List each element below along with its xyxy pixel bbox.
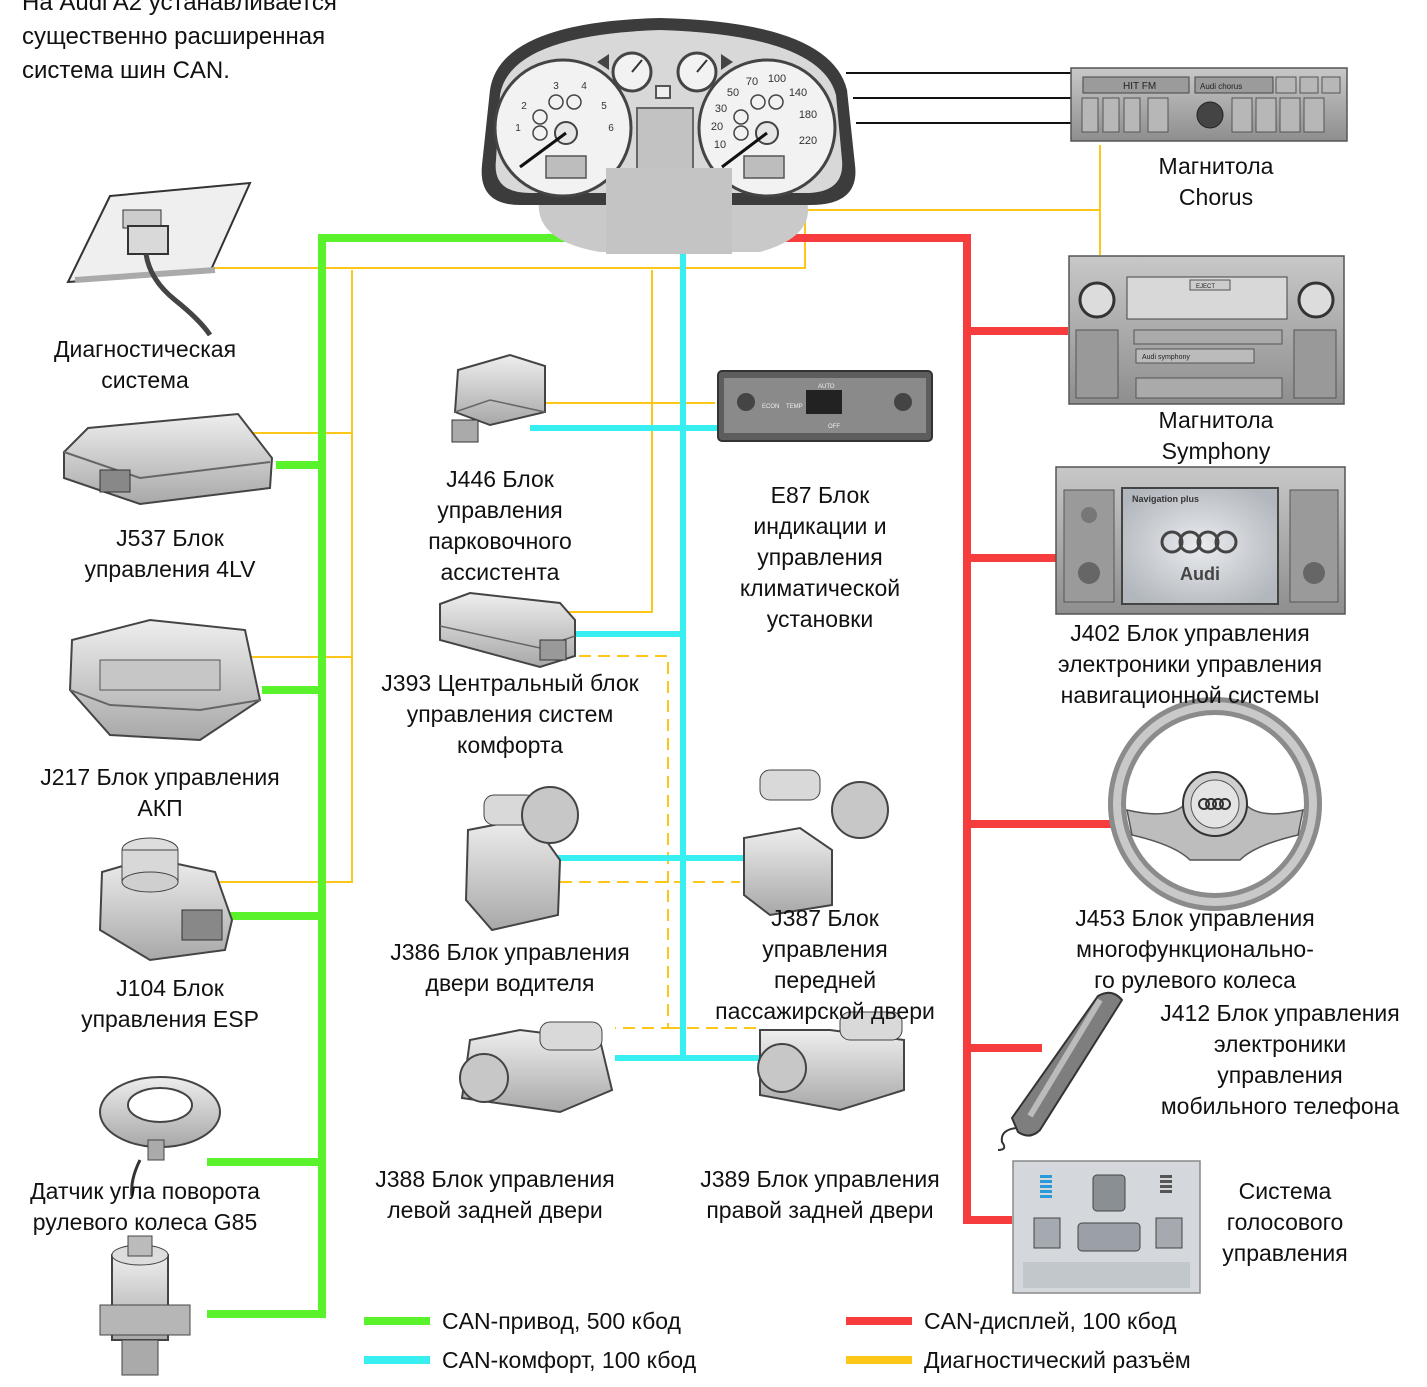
- svg-text:3: 3: [553, 81, 559, 92]
- svg-text:180: 180: [799, 109, 817, 121]
- sensor-g85: [99, 1076, 221, 1197]
- legend-swatch-can-comfort: [364, 1356, 430, 1364]
- can-display-bus: [732, 234, 1118, 1224]
- label-j402: J402 Блок управления электроники управле…: [1057, 620, 1323, 708]
- legend-can-comfort: CAN-комфорт, 100 кбод: [364, 1345, 696, 1375]
- svg-text:Navigation plus: Navigation plus: [1132, 494, 1199, 504]
- svg-text:20: 20: [711, 121, 723, 133]
- svg-text:10: 10: [714, 139, 726, 151]
- navigation-unit: Navigation plus Audi: [1055, 466, 1346, 615]
- ecu-j104: [98, 837, 234, 962]
- svg-text:EJECT: EJECT: [1196, 284, 1215, 290]
- steering-wheel: [1108, 697, 1322, 911]
- legend-swatch-can-display: [846, 1317, 912, 1325]
- label-j446: J446 Блок управления парковочного ассист…: [428, 466, 572, 585]
- radio-chorus: HIT FM Audi chorus: [1070, 67, 1348, 142]
- svg-text:ECON: ECON: [762, 404, 779, 410]
- intro-text: На Audi A2 устанавливается существенно р…: [22, 0, 337, 84]
- svg-text:30: 30: [715, 103, 727, 115]
- svg-text:100: 100: [768, 73, 786, 85]
- svg-text:220: 220: [799, 135, 817, 147]
- diagnostic-dashed-lines: [560, 655, 760, 1029]
- legend-label-diagnostic: Диагностический разъём: [924, 1346, 1191, 1373]
- label-radio-symphony: Магнитола Symphony: [1158, 407, 1274, 464]
- svg-text:2: 2: [521, 101, 527, 112]
- legend-can-drive: CAN-привод, 500 кбод: [364, 1306, 681, 1336]
- ecu-j217: [68, 618, 262, 742]
- ecu-j393: [439, 591, 576, 669]
- svg-text:AUTO: AUTO: [818, 384, 835, 390]
- label-j389: J389 Блок управления правой задней двери: [700, 1166, 940, 1223]
- svg-text:OFF: OFF: [828, 424, 840, 430]
- svg-text:HIT FM: HIT FM: [1123, 81, 1156, 92]
- svg-text:Audi: Audi: [1180, 564, 1220, 584]
- label-j388: J388 Блок управления левой задней двери: [375, 1166, 615, 1223]
- pump-unit: [99, 1235, 191, 1376]
- label-j393: J393 Центральный блок управления систем …: [381, 670, 639, 758]
- label-j387: J387 Блок управления передней пассажирск…: [715, 905, 935, 1024]
- label-diagnostic-system: Диагностическая система: [53, 336, 237, 393]
- label-radio-chorus: Магнитола Chorus: [1158, 153, 1274, 210]
- label-j412: J412 Блок управления электроники управле…: [1160, 1000, 1400, 1119]
- door-j387: [743, 769, 889, 917]
- svg-text:6: 6: [608, 123, 614, 134]
- svg-text:Audi chorus: Audi chorus: [1200, 82, 1242, 91]
- svg-text:TEMP: TEMP: [786, 404, 803, 410]
- svg-text:140: 140: [789, 87, 807, 99]
- instrument-cluster: 1 2 3 4 5 6 10 20 30 50 70 100 140 180 2…: [481, 18, 856, 254]
- svg-text:50: 50: [727, 87, 739, 99]
- svg-text:1: 1: [515, 123, 521, 134]
- door-j386: [464, 786, 579, 932]
- radio-symphony: EJECT Audi symphony: [1068, 255, 1345, 405]
- left-gauge-ticks: 1 2 3 4 5 6: [515, 81, 614, 134]
- label-j386: J386 Блок управления двери водителя: [390, 939, 630, 996]
- ecu-j446: [451, 353, 546, 443]
- label-j104: J104 Блок управления ESP: [81, 975, 259, 1032]
- label-g85: Датчик угла поворота рулевого колеса G85: [30, 1178, 260, 1235]
- ecu-j537: [63, 412, 274, 506]
- cluster-radio-wires: [846, 72, 1073, 124]
- right-gauge-ticks: 10 20 30 50 70 100 140 180 220: [711, 73, 817, 151]
- door-j389: [757, 1011, 905, 1112]
- svg-text:Audi symphony: Audi symphony: [1142, 354, 1190, 361]
- legend-diagnostic: Диагностический разъём: [846, 1345, 1191, 1375]
- svg-text:70: 70: [746, 76, 758, 88]
- diagnostic-connector: [66, 181, 252, 337]
- climate-panel-e87: AUTO ECON TEMP OFF: [717, 370, 933, 442]
- can-comfort-bus: [530, 252, 760, 1061]
- legend-label-can-comfort: CAN-комфорт, 100 кбод: [442, 1346, 697, 1373]
- legend-label-can-display: CAN-дисплей, 100 кбод: [924, 1307, 1177, 1334]
- label-j537: J537 Блок управления 4LV: [84, 525, 256, 582]
- label-voice: Система голосового управления: [1222, 1178, 1348, 1266]
- legend-label-can-drive: CAN-привод, 500 кбод: [442, 1307, 681, 1334]
- svg-text:5: 5: [601, 101, 607, 112]
- svg-text:4: 4: [581, 81, 587, 92]
- legend-can-display: CAN-дисплей, 100 кбод: [846, 1306, 1177, 1336]
- label-j217: J217 Блок управления АКП: [40, 764, 280, 821]
- phone-handset: [997, 991, 1124, 1151]
- door-j388: [459, 1021, 614, 1114]
- legend-swatch-can-drive: [364, 1317, 430, 1325]
- voice-control-unit: [1012, 1160, 1201, 1294]
- label-e87: E87 Блок индикации и управления климатич…: [739, 482, 901, 632]
- label-j453: J453 Блок управления многофункционально-…: [1075, 905, 1315, 993]
- legend-swatch-diagnostic: [846, 1356, 912, 1364]
